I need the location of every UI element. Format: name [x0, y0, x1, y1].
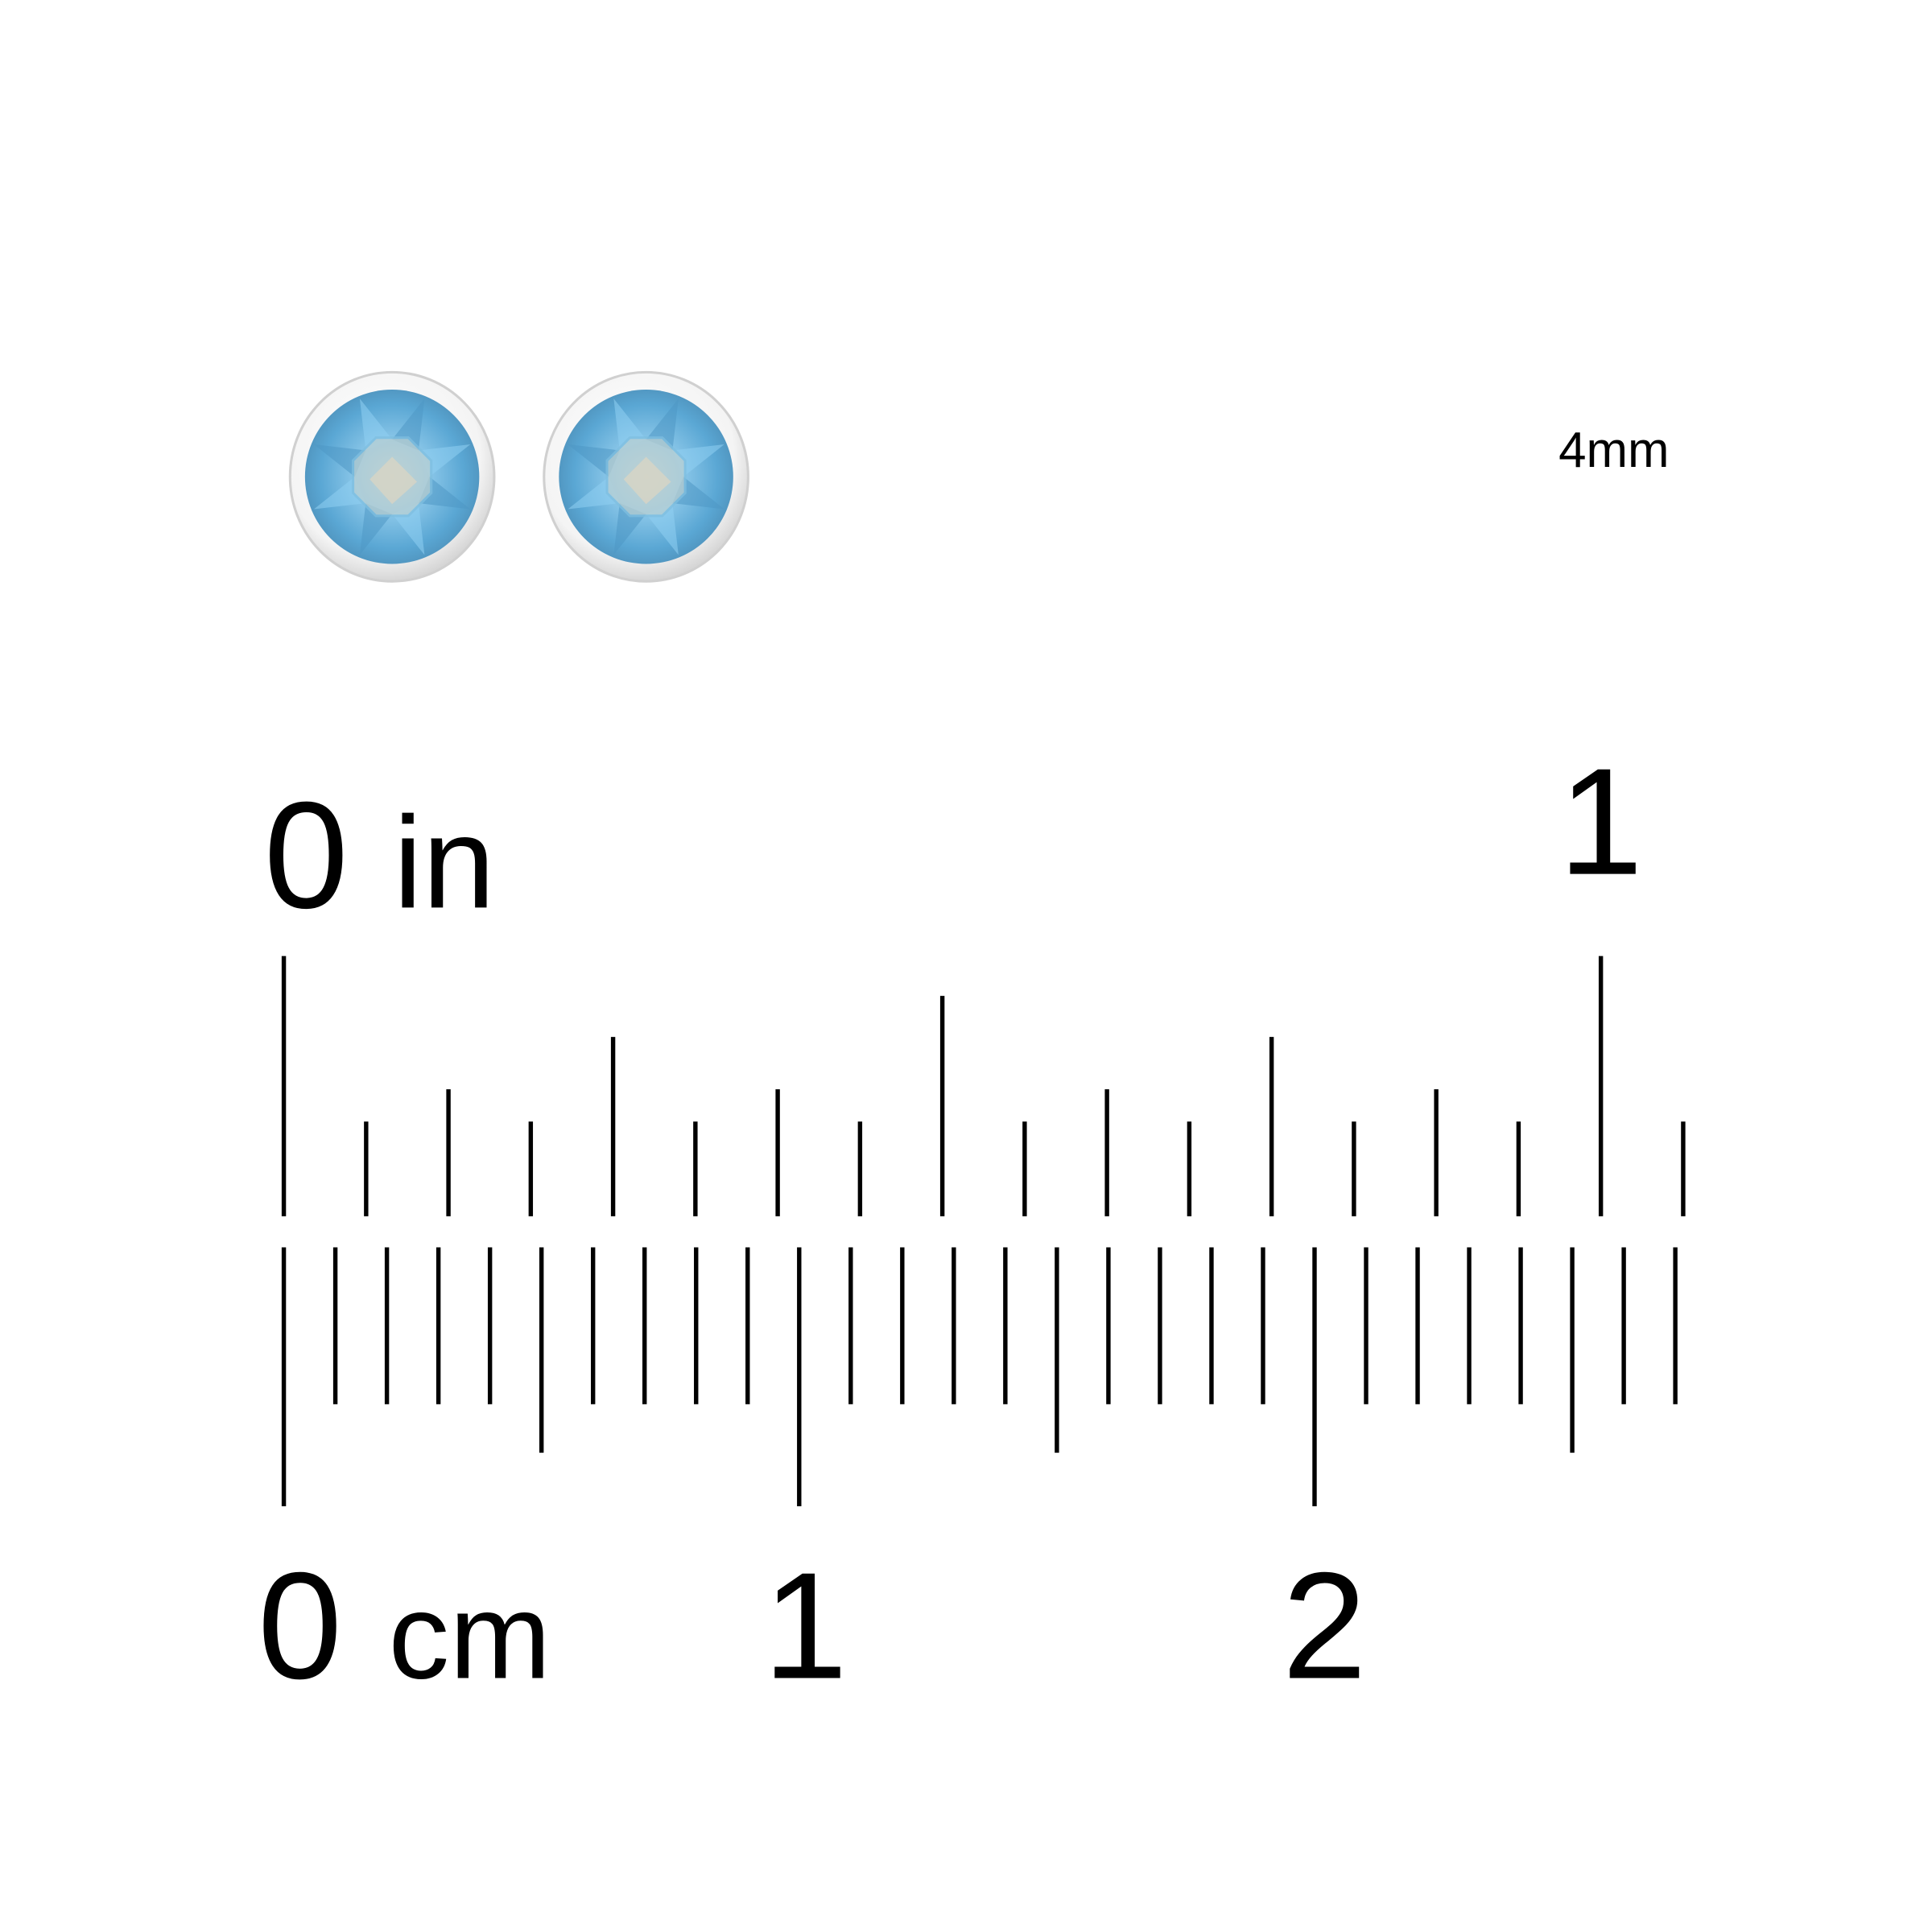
cm-scale	[281, 1247, 1678, 1507]
cm-two-label: 2	[1282, 1541, 1367, 1711]
gem-highlight	[623, 456, 671, 505]
size-label: 4mm	[1558, 423, 1669, 478]
cm-zero-label: 0	[258, 1541, 342, 1711]
inch-zero-label: 0	[264, 770, 349, 939]
inch-scale	[281, 956, 1686, 1216]
cm-one-label: 1	[763, 1541, 848, 1711]
earring-right-stud	[543, 370, 749, 583]
earring-left-stud	[288, 370, 496, 583]
cm-unit-label: cm	[388, 1569, 551, 1705]
inch-one-label: 1	[1558, 737, 1643, 906]
gem-highlight	[369, 456, 418, 505]
inch-unit-label: in	[394, 790, 495, 935]
